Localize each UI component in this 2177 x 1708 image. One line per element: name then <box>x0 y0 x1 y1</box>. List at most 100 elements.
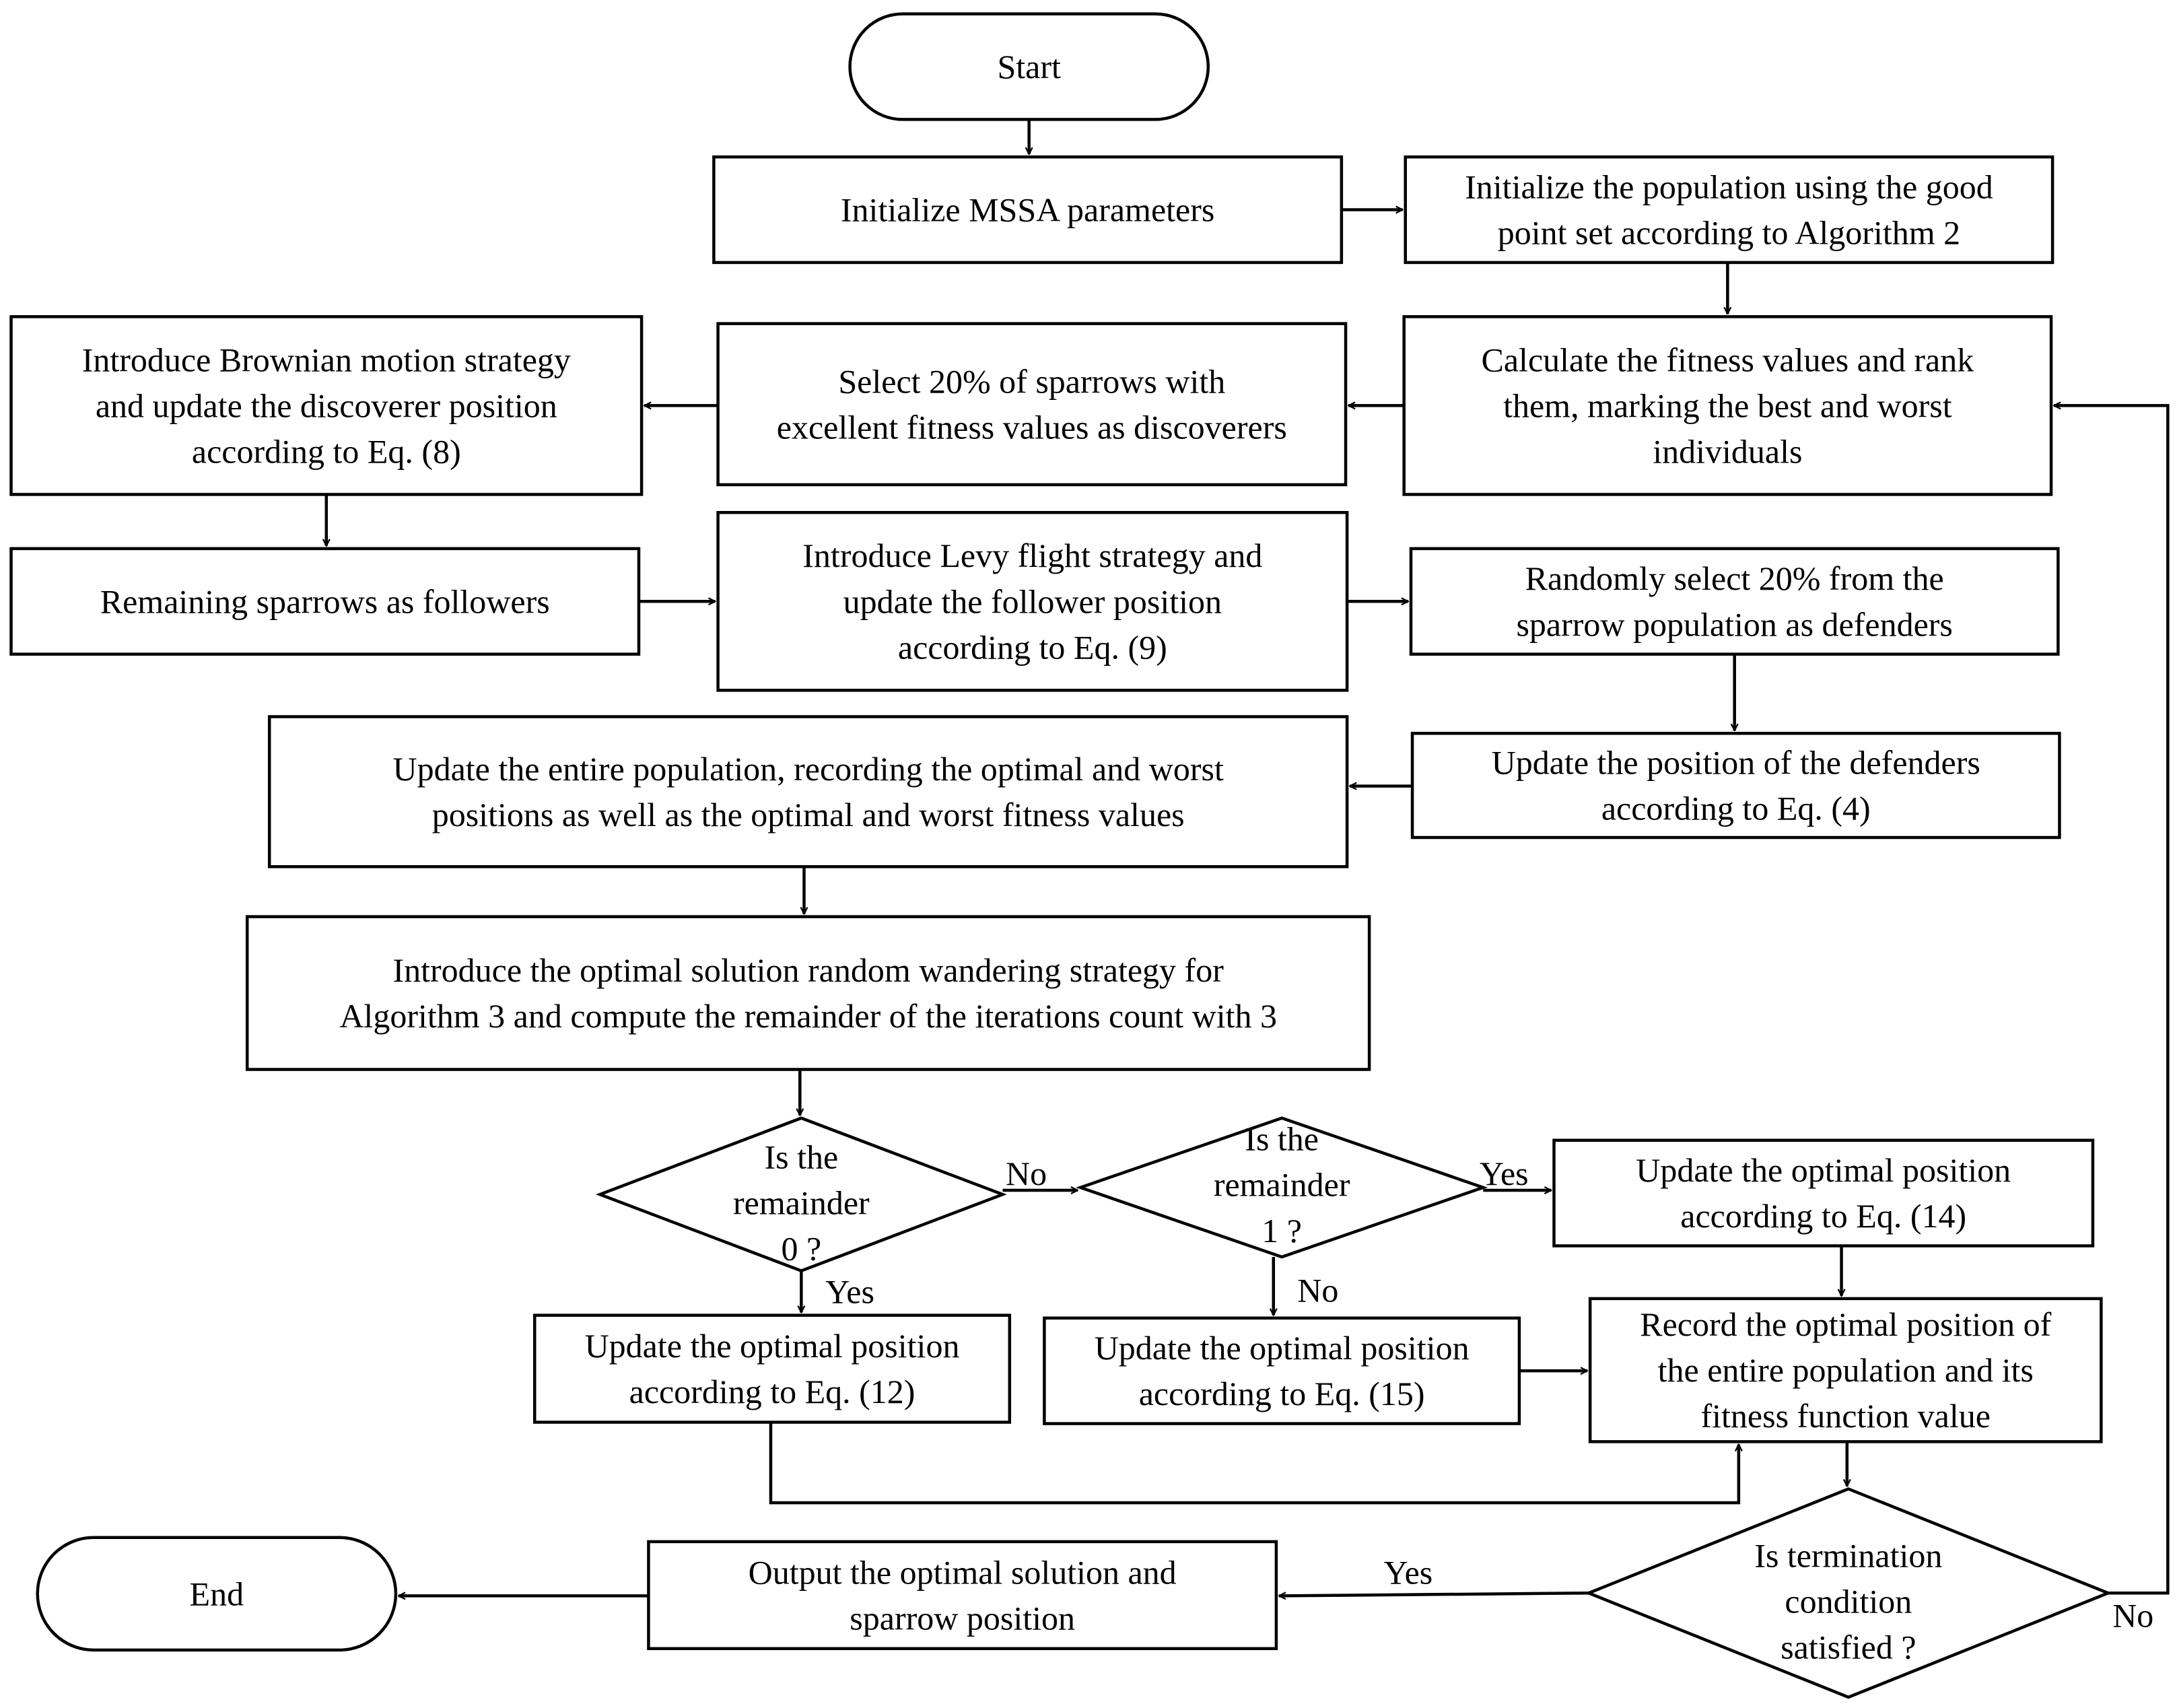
levy-node: Introduce Levy flight strategy and update… <box>716 510 1349 692</box>
followers-box <box>9 547 641 656</box>
eq14-node: Update the optimal position according to … <box>1552 1138 2095 1248</box>
followers-node: Remaining sparrows as followers <box>9 547 641 656</box>
start-line-1: Start <box>997 48 1061 86</box>
end-terminal <box>36 1536 398 1652</box>
start-node: Start <box>848 12 1210 121</box>
eq15-line-1: Update the optimal position <box>1095 1329 1470 1367</box>
record-line-2: the entire population and its <box>1658 1351 2034 1389</box>
decision-rem0-line-1: Is the <box>764 1138 838 1175</box>
eq12-line-1: Update the optimal position <box>585 1327 960 1365</box>
levy-line-2: update the follower position <box>843 582 1222 620</box>
decision-rem1-diamond <box>1076 1116 1488 1259</box>
eq14-box <box>1552 1138 2095 1248</box>
record-line-3: fitness function value <box>1701 1397 1991 1435</box>
decision-term-line-1: Is termination <box>1754 1537 1942 1575</box>
init-params-box <box>712 155 1344 265</box>
defenders-select-line-2: sparrow population as defenders <box>1516 605 1952 643</box>
calc-fitness-line-1: Calculate the fitness values and rank <box>1482 341 1974 378</box>
end-line-1: End <box>190 1575 244 1612</box>
defenders-update-line-2: according to Eq. (4) <box>1601 790 1871 827</box>
defenders-select-line-1: Randomly select 20% from the <box>1525 559 1944 597</box>
calc-fitness-box <box>1402 315 2053 496</box>
decision-term-diamond <box>1585 1487 2112 1699</box>
record-line-1: Record the optimal position of <box>1640 1305 2051 1343</box>
eq15-box <box>1043 1316 1521 1425</box>
eq14-line-2: according to Eq. (14) <box>1680 1197 1966 1235</box>
brownian-node: Introduce Brownian motion strategy and up… <box>9 315 644 496</box>
decision-rem0-line-3: 0 ? <box>781 1230 821 1268</box>
edges <box>326 119 2170 1596</box>
init-params-line-1: Initialize MSSA parameters <box>841 191 1214 229</box>
edge-label-rem1-yes: Yes <box>1480 1155 1529 1192</box>
decision-rem0-line-2: remainder <box>733 1184 870 1222</box>
edge-label-term-no: No <box>2112 1596 2153 1634</box>
levy-line-1: Introduce Levy flight strategy and <box>802 537 1262 574</box>
select-discoverers-node: Select 20% of sparrows with excellent fit… <box>716 322 1348 487</box>
calc-fitness-node: Calculate the fitness values and rank the… <box>1402 315 2053 496</box>
decision-rem1-line-3: 1 ? <box>1262 1212 1302 1250</box>
init-pop-node: Initialize the population using the good… <box>1404 155 2054 265</box>
select-discoverers-box <box>716 322 1348 487</box>
levy-line-3: according to Eq. (9) <box>898 628 1167 666</box>
random-wandering-line-1: Introduce the optimal solution random wa… <box>392 951 1224 989</box>
output-line-2: sparrow position <box>850 1599 1075 1637</box>
random-wandering-line-2: Algorithm 3 and compute the remainder of… <box>339 997 1277 1035</box>
followers-line-1: Remaining sparrows as followers <box>100 582 550 620</box>
select-discoverers-line-2: excellent fitness values as discoverers <box>777 408 1287 446</box>
brownian-box <box>9 315 644 496</box>
defenders-select-box <box>1409 547 2060 656</box>
edge-label-term-yes: Yes <box>1383 1553 1432 1591</box>
decision-term-line-3: satisfied ? <box>1781 1629 1916 1666</box>
decision-rem1-line-2: remainder <box>1214 1166 1350 1204</box>
decision-rem1-node: Is the remainder 1 ? <box>1076 1116 1488 1259</box>
eq12-node: Update the optimal position according to … <box>533 1313 1012 1424</box>
random-wandering-node: Introduce the optimal solution random wa… <box>245 915 1371 1071</box>
decision-rem1-line-1: Is the <box>1245 1120 1319 1158</box>
eq15-node: Update the optimal position according to … <box>1043 1316 1521 1425</box>
edge-term-loop <box>2054 405 2170 1595</box>
defenders-update-box <box>1410 732 2061 840</box>
record-box <box>1588 1297 2103 1443</box>
record-node: Record the optimal position of the entire… <box>1588 1297 2103 1443</box>
eq12-line-2: according to Eq. (12) <box>629 1373 915 1410</box>
defenders-update-line-1: Update the position of the defenders <box>1492 744 1980 782</box>
init-pop-box <box>1404 155 2054 265</box>
init-params-node: Initialize MSSA parameters <box>712 155 1344 265</box>
defenders-update-node: Update the position of the defenders acco… <box>1410 732 2061 840</box>
edge-term-output <box>1279 1592 1589 1596</box>
decision-term-line-2: condition <box>1785 1583 1912 1620</box>
brownian-line-3: according to Eq. (8) <box>192 432 461 470</box>
eq12-box <box>533 1313 1012 1424</box>
defenders-select-node: Randomly select 20% from the sparrow popu… <box>1409 547 2060 656</box>
decision-term-node: Is termination condition satisfied ? <box>1585 1487 2112 1699</box>
levy-box <box>716 510 1349 692</box>
init-pop-line-1: Initialize the population using the good <box>1465 168 1993 205</box>
decision-rem0-node: Is the remainder 0 ? <box>595 1116 1007 1273</box>
eq15-line-2: according to Eq. (15) <box>1139 1375 1425 1412</box>
decision-rem0-diamond <box>595 1116 1007 1273</box>
edge-label-rem0-no: No <box>1006 1155 1047 1192</box>
edge-label-rem0-yes: Yes <box>825 1273 874 1311</box>
output-line-1: Output the optimal solution and <box>749 1553 1177 1591</box>
eq14-line-1: Update the optimal position <box>1636 1151 2011 1189</box>
end-node: End <box>36 1536 398 1652</box>
update-population-line-1: Update the entire population, recording … <box>392 750 1223 788</box>
output-box <box>647 1540 1278 1651</box>
update-population-box <box>267 715 1349 868</box>
select-discoverers-line-1: Select 20% of sparrows with <box>838 362 1225 400</box>
update-population-line-2: positions as well as the optimal and wor… <box>432 796 1185 833</box>
brownian-line-1: Introduce Brownian motion strategy <box>82 341 571 378</box>
start-terminal <box>848 12 1210 121</box>
edge-eq12-record <box>769 1422 1739 1505</box>
random-wandering-box <box>245 915 1371 1071</box>
brownian-line-2: and update the discoverer position <box>96 386 557 424</box>
edge-label-rem1-no: No <box>1297 1272 1338 1309</box>
calc-fitness-line-3: individuals <box>1653 432 1802 470</box>
output-node: Output the optimal solution and sparrow p… <box>647 1540 1278 1651</box>
init-pop-line-2: point set according to Algorithm 2 <box>1498 214 1960 252</box>
update-population-node: Update the entire population, recording … <box>267 715 1349 868</box>
calc-fitness-line-2: them, marking the best and worst <box>1503 386 1952 424</box>
